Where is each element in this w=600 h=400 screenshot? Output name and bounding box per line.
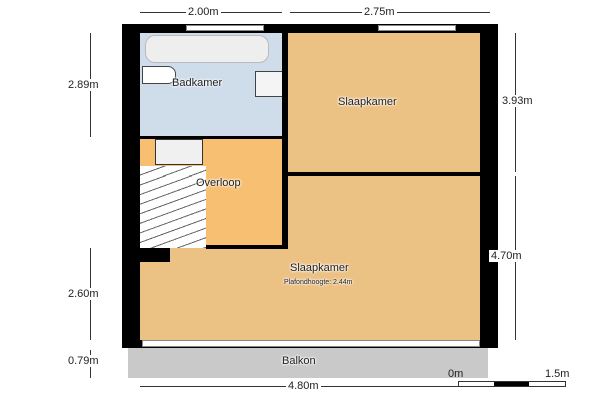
room-label-bedroom-main: Slaapkamer xyxy=(290,262,349,274)
bathroom-wall xyxy=(140,136,282,139)
room-label-bathroom: Badkamer xyxy=(172,77,223,89)
scale-bar xyxy=(458,381,566,387)
sink xyxy=(255,71,283,97)
landing-bottom-wall xyxy=(206,245,288,249)
dim-top-right: 2.75m xyxy=(362,6,397,18)
room-label-bedroom-top: Slaapkamer xyxy=(338,96,397,108)
stairs-lower xyxy=(140,176,206,248)
dim-left-bottom: 2.60m xyxy=(66,288,101,300)
bedroom-top-floor xyxy=(288,33,480,172)
scale-start: 0m xyxy=(448,368,464,380)
dim-left-top: 2.89m xyxy=(66,79,101,91)
window xyxy=(378,25,456,31)
stair-wall xyxy=(140,248,170,262)
dim-right-top: 3.93m xyxy=(500,95,535,107)
landing-floor-lower xyxy=(206,176,282,245)
scale-end: 1.5m xyxy=(545,368,570,380)
balcony-floor xyxy=(128,348,488,378)
toilet xyxy=(142,66,176,84)
dim-bottom: 4.80m xyxy=(286,380,321,392)
room-label-balcony: Balkon xyxy=(282,355,316,367)
dim-left-balcony: 0.79m xyxy=(66,355,101,367)
room-label-landing: Overloop xyxy=(196,177,241,189)
dim-top-left: 2.00m xyxy=(186,6,221,18)
bathtub xyxy=(145,35,269,63)
ceiling-height: Plafondhoogte: 2.44m xyxy=(284,279,353,286)
interior-wall xyxy=(282,33,288,249)
balcony-doors xyxy=(142,340,480,347)
closet xyxy=(155,139,203,165)
window xyxy=(186,25,264,31)
bedroom-divider-wall xyxy=(288,172,480,176)
dim-right-bottom: 4.70m xyxy=(489,250,524,262)
